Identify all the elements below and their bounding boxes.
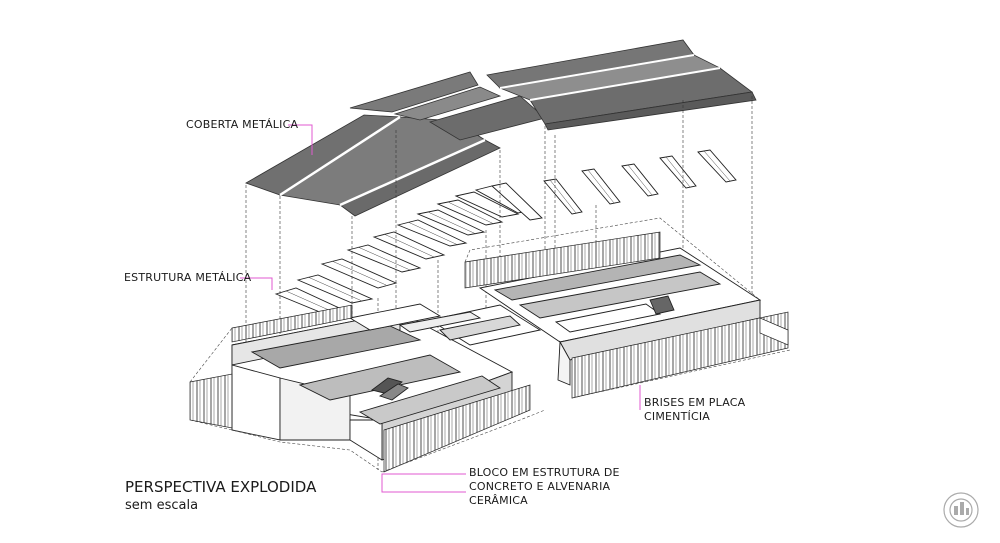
footprint-outlines xyxy=(189,217,791,473)
label-brises: BRISES EM PLACA CIMENTÍCIA xyxy=(644,396,745,424)
label-metal-structure-text: ESTRUTURA METÁLICA xyxy=(124,271,252,284)
label-block-line1: BLOCO EM ESTRUTURA DE xyxy=(469,466,620,479)
metal-trusses xyxy=(274,149,737,318)
right-concrete-block xyxy=(398,247,762,386)
metal-roof xyxy=(245,39,757,217)
label-concrete-block: BLOCO EM ESTRUTURA DE CONCRETO E ALVENAR… xyxy=(469,466,620,508)
label-block-line2: CONCRETO E ALVENARIA xyxy=(469,480,611,493)
label-metal-roof: COBERTA METÁLICA xyxy=(186,118,298,132)
drawing-scale-note: sem escala xyxy=(125,498,199,513)
leader-block xyxy=(381,473,466,493)
leader-structure xyxy=(240,277,273,290)
leader-roof xyxy=(288,124,313,155)
drawing-title: PERSPECTIVA EXPLODIDA xyxy=(125,478,317,496)
label-brises-line1: BRISES EM PLACA xyxy=(644,396,746,409)
label-metal-roof-text: COBERTA METÁLICA xyxy=(186,118,299,131)
label-block-line3: CERÂMICA xyxy=(469,494,528,507)
roof-panel-mid-1 xyxy=(349,71,479,113)
archdaily-logo-icon xyxy=(943,492,979,528)
label-metal-structure: ESTRUTURA METÁLICA xyxy=(124,271,251,285)
label-leaders xyxy=(240,124,641,493)
label-brises-line2: CIMENTÍCIA xyxy=(644,410,711,423)
roof-panel-mid-2 xyxy=(393,86,502,121)
cement-brises xyxy=(189,231,789,473)
